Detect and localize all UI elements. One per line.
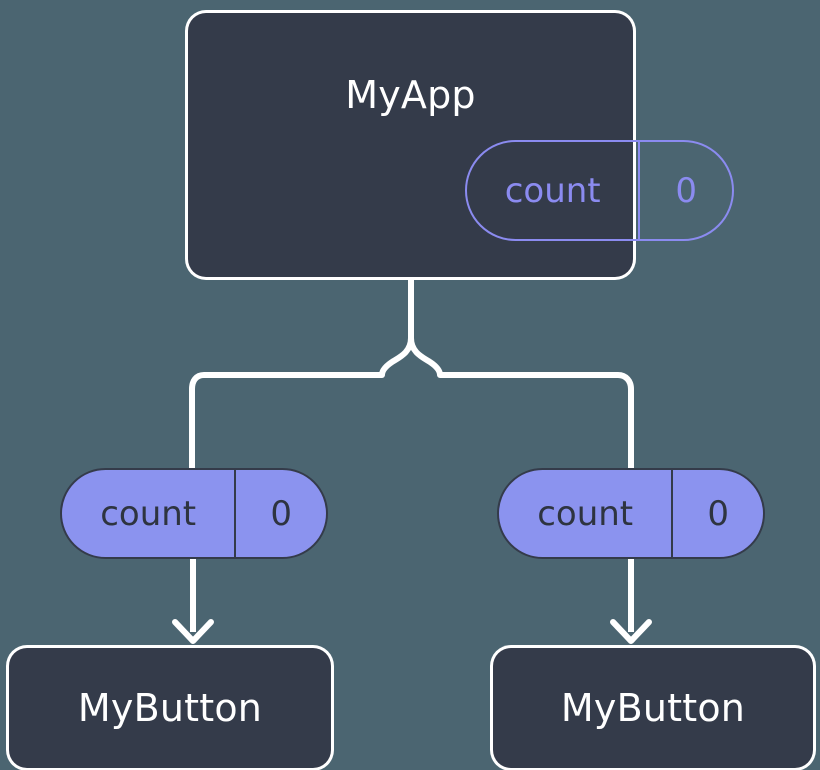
state-pill-key: count	[504, 170, 601, 211]
component-node-mybutton-right[interactable]: MyButton	[493, 648, 813, 768]
prop-pill-key: count	[100, 493, 197, 534]
arrow-left-head-icon	[172, 619, 214, 644]
prop-pill-right-count[interactable]: count 0	[497, 468, 765, 559]
prop-pill-left-count[interactable]: count 0	[60, 468, 328, 559]
component-node-mybutton-left[interactable]: MyButton	[9, 648, 331, 768]
state-pill-myapp-count[interactable]: count 0	[465, 140, 734, 241]
component-label-mybutton-left: MyButton	[77, 686, 263, 730]
prop-pill-value: 0	[671, 470, 763, 557]
prop-pill-key: count	[537, 493, 634, 534]
connector-fork-path-right	[408, 335, 634, 473]
component-node-myapp[interactable]: MyApp count 0	[188, 13, 734, 277]
component-label-myapp: MyApp	[345, 73, 476, 117]
connector-fork-path	[189, 274, 414, 473]
prop-pill-value: 0	[234, 470, 326, 557]
component-label-mybutton-right: MyButton	[560, 686, 746, 730]
arrow-right-head-icon	[610, 619, 652, 644]
state-pill-value: 0	[638, 142, 732, 239]
